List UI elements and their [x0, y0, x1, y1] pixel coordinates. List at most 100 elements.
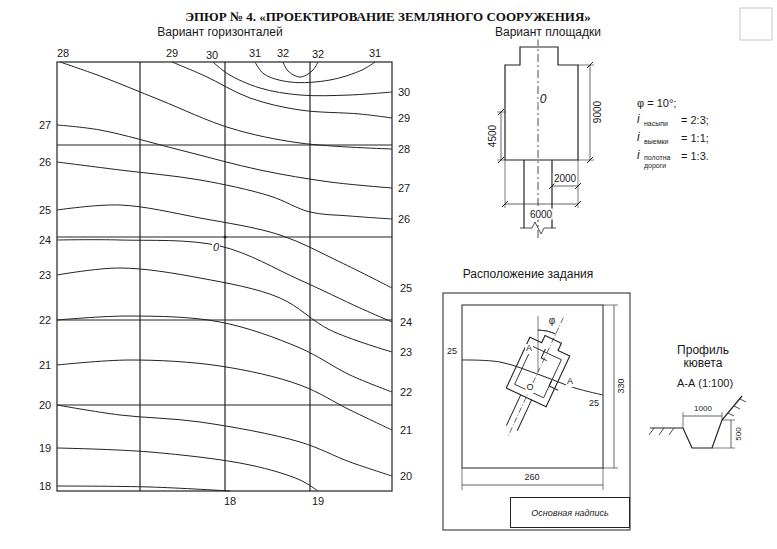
contour-line: [57, 316, 392, 392]
contour-line: [57, 205, 392, 288]
dimension-tick: [502, 201, 508, 207]
contour-line: [57, 268, 392, 352]
node-text: Основная надпись: [531, 508, 609, 518]
center-point: [224, 236, 227, 239]
sheet-frame: [443, 293, 630, 530]
dimension-line: [501, 112, 502, 160]
contour-elevation: 32: [276, 47, 290, 59]
platform-inner-outline: [515, 346, 562, 398]
contour-elevation: 27: [397, 182, 411, 194]
platform-outline: [506, 330, 573, 407]
dimension-line: [731, 420, 732, 448]
contour-elevation: 20: [399, 470, 413, 482]
hatch: [728, 413, 734, 416]
extension-line: [603, 305, 618, 306]
contour-elevation: 22: [399, 386, 413, 398]
contour-elevation: 18: [223, 495, 237, 507]
section-heading: А-А (1:100): [676, 377, 734, 389]
grid-line: [57, 144, 392, 145]
contour-elevation: 23: [399, 346, 413, 358]
hatch: [734, 406, 740, 409]
dimension-label: 2000: [553, 173, 577, 184]
contour-line: [57, 486, 230, 491]
road-edge: [506, 395, 520, 426]
road-edge: [523, 160, 524, 228]
point-label: 0: [212, 241, 220, 253]
axis-line: [508, 318, 563, 436]
parameter-text: = 2:3;: [680, 114, 710, 126]
dimension-tick: [498, 109, 504, 115]
contour-line: [213, 62, 392, 96]
hatch: [740, 399, 746, 402]
dimension-label: 6000: [529, 209, 553, 220]
contour-elevation: 27: [38, 119, 52, 131]
section-heading: Профиль кювета: [670, 344, 736, 370]
extension-line: [603, 468, 618, 469]
grid-line: [139, 62, 140, 491]
drawing-field: [462, 305, 603, 468]
contour-elevation: 18: [38, 480, 52, 492]
angle-label: φ: [548, 315, 556, 326]
contour-line: [57, 240, 392, 322]
dimension-tick: [587, 157, 593, 163]
extension-line: [722, 420, 735, 421]
parameter-text: = 1:1;: [680, 132, 710, 144]
extension-line: [505, 160, 506, 208]
contour-elevation: 21: [399, 424, 413, 436]
extension-line: [712, 448, 735, 449]
contour-line: [60, 62, 392, 149]
dimension-label: 9000: [592, 100, 603, 124]
sheet-title: ЭПЮР № 4. «ПРОЕКТИРОВАНИЕ ЗЕМЛЯНОГО СООР…: [185, 9, 591, 25]
extension-line: [462, 468, 463, 490]
ditch-profile: [649, 396, 746, 448]
dimension-line: [552, 186, 578, 187]
contour-line: [57, 162, 392, 219]
parameter-text: φ = 10°;: [636, 97, 677, 109]
contour-elevation: 30: [205, 49, 219, 61]
section-mark: A: [525, 344, 533, 354]
extension-line: [578, 190, 579, 208]
contour-line: [462, 360, 603, 395]
dimension-label: 1000: [693, 405, 713, 414]
point-label: 0: [539, 93, 548, 106]
contour-line: [57, 125, 392, 188]
grid-line: [57, 236, 392, 237]
dimension-line: [614, 305, 615, 468]
contour-elevation: 28: [397, 143, 411, 155]
platform-outline: [505, 47, 578, 160]
rotated-platform: [488, 308, 586, 446]
contour-line: [172, 62, 392, 118]
dimension-line: [505, 204, 578, 205]
grid-line: [309, 62, 310, 491]
extension-line: [578, 65, 594, 66]
grid-line: [57, 319, 392, 320]
contour-elevation: 19: [38, 442, 52, 454]
hatch: [669, 428, 674, 435]
section-arrow: [541, 349, 551, 361]
parameter-text: выемки: [643, 138, 669, 146]
contour-elevation: 31: [368, 47, 382, 59]
parameter-text: = 1:3.: [680, 150, 710, 162]
platform-plan: [497, 38, 594, 240]
dimension-label: 4500: [487, 124, 498, 148]
contour-line: [255, 62, 375, 83]
task-layout: [443, 293, 630, 530]
dimension-line: [462, 485, 603, 486]
dimension-label: 500: [735, 426, 744, 441]
parameter-text: i: [636, 131, 641, 144]
contour-elevation: 29: [397, 112, 411, 124]
contour-elevation: 26: [38, 156, 52, 168]
contour-elevation: 29: [165, 47, 179, 59]
contour-elevation: 30: [397, 86, 411, 98]
extension-line: [603, 468, 604, 490]
stamp-box: [740, 8, 772, 40]
contour-line: [57, 405, 392, 476]
contour-elevation: 25: [399, 282, 413, 294]
dimension-line: [683, 416, 722, 417]
dimension-tick: [587, 62, 593, 68]
dimension-tick: [498, 157, 504, 163]
section-mark: A: [566, 377, 574, 387]
extension-line: [578, 160, 594, 161]
contour-line: [283, 62, 318, 77]
